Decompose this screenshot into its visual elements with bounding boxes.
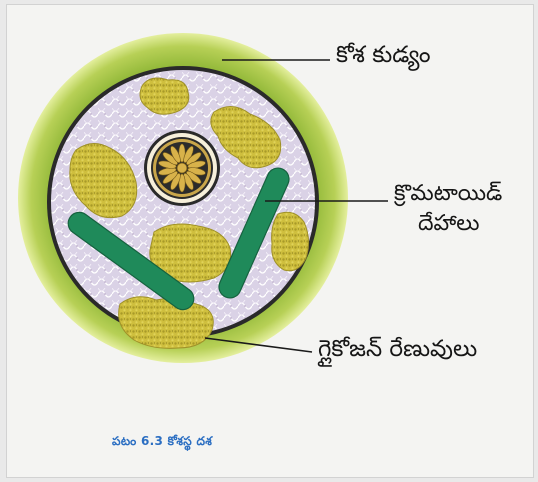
label-chromatoid-bodies-line1: క్రొమటాయిడ్ <box>394 181 502 207</box>
label-glycogen-granules: గ్లైకోజన్ రేణువులు <box>318 336 477 364</box>
label-chromatoid-bodies-line2: దేహాలు <box>418 211 479 237</box>
label-cell-wall: కోశ కుడ్యం <box>336 42 431 70</box>
nucleus <box>144 130 220 206</box>
figure-caption: పటం 6.3 కోశస్థ దశ <box>112 434 212 451</box>
